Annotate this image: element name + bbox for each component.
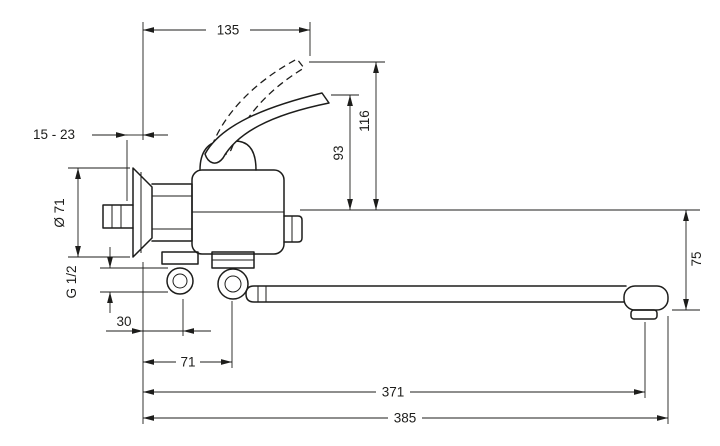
diverter-outline bbox=[283, 215, 303, 243]
faucet-body bbox=[191, 169, 285, 255]
shower-outlet-ring-outer bbox=[166, 267, 194, 295]
shower-outlet bbox=[161, 251, 199, 295]
handle-solid bbox=[204, 92, 330, 164]
dim-g-half: G 1/2 bbox=[64, 247, 168, 313]
spout-joint-inner bbox=[224, 275, 242, 293]
spout-connection bbox=[211, 251, 255, 300]
dim-15-23-label: 15 - 23 bbox=[33, 127, 75, 142]
dim-g-half-label: G 1/2 bbox=[64, 265, 79, 298]
spout-tip bbox=[623, 285, 669, 311]
spout-aerator bbox=[630, 309, 658, 320]
dim-385: 385 bbox=[143, 316, 669, 426]
wall-pipe bbox=[102, 204, 134, 229]
dim-75-label: 75 bbox=[689, 251, 704, 266]
spout bbox=[245, 285, 669, 320]
dim-71-label: 71 bbox=[180, 355, 195, 370]
escutcheon-outline bbox=[132, 167, 153, 258]
s-union-hex-flats bbox=[152, 195, 192, 230]
spout-tube bbox=[245, 285, 627, 303]
dim-71: 71 bbox=[143, 301, 233, 370]
wall-pipe-outline bbox=[102, 204, 134, 229]
dim-diameter-71: Ø 71 bbox=[52, 167, 130, 258]
shower-outlet-ring-inner bbox=[172, 273, 188, 289]
spout-ring-seams bbox=[257, 286, 267, 302]
diverter-knob bbox=[283, 215, 303, 243]
faucet-drawing bbox=[102, 58, 669, 320]
shower-outlet-collar bbox=[161, 251, 199, 265]
dim-116-label: 116 bbox=[357, 110, 372, 132]
spout-connection-nut bbox=[211, 251, 255, 269]
dim-75: 75 bbox=[672, 210, 704, 311]
spout-joint-outer bbox=[217, 268, 249, 300]
dim-116: 116 bbox=[309, 61, 385, 210]
dim-diameter-71-label: Ø 71 bbox=[52, 198, 67, 227]
dim-385-label: 385 bbox=[394, 411, 417, 426]
wall-pipe-thread-lines bbox=[111, 205, 122, 228]
dim-15-23: 15 - 23 bbox=[33, 127, 168, 201]
s-union-outline bbox=[151, 183, 193, 242]
dim-135: 135 bbox=[142, 22, 311, 140]
escutcheon bbox=[132, 167, 153, 258]
dim-135-label: 135 bbox=[217, 23, 240, 38]
dim-30: 30 bbox=[106, 299, 211, 336]
dim-93-label: 93 bbox=[331, 145, 346, 160]
dim-93: 93 bbox=[331, 94, 359, 210]
s-union-nut bbox=[151, 183, 193, 242]
dim-30-label: 30 bbox=[116, 314, 131, 329]
dim-371-label: 371 bbox=[382, 385, 405, 400]
dim-371: 371 bbox=[143, 322, 646, 400]
